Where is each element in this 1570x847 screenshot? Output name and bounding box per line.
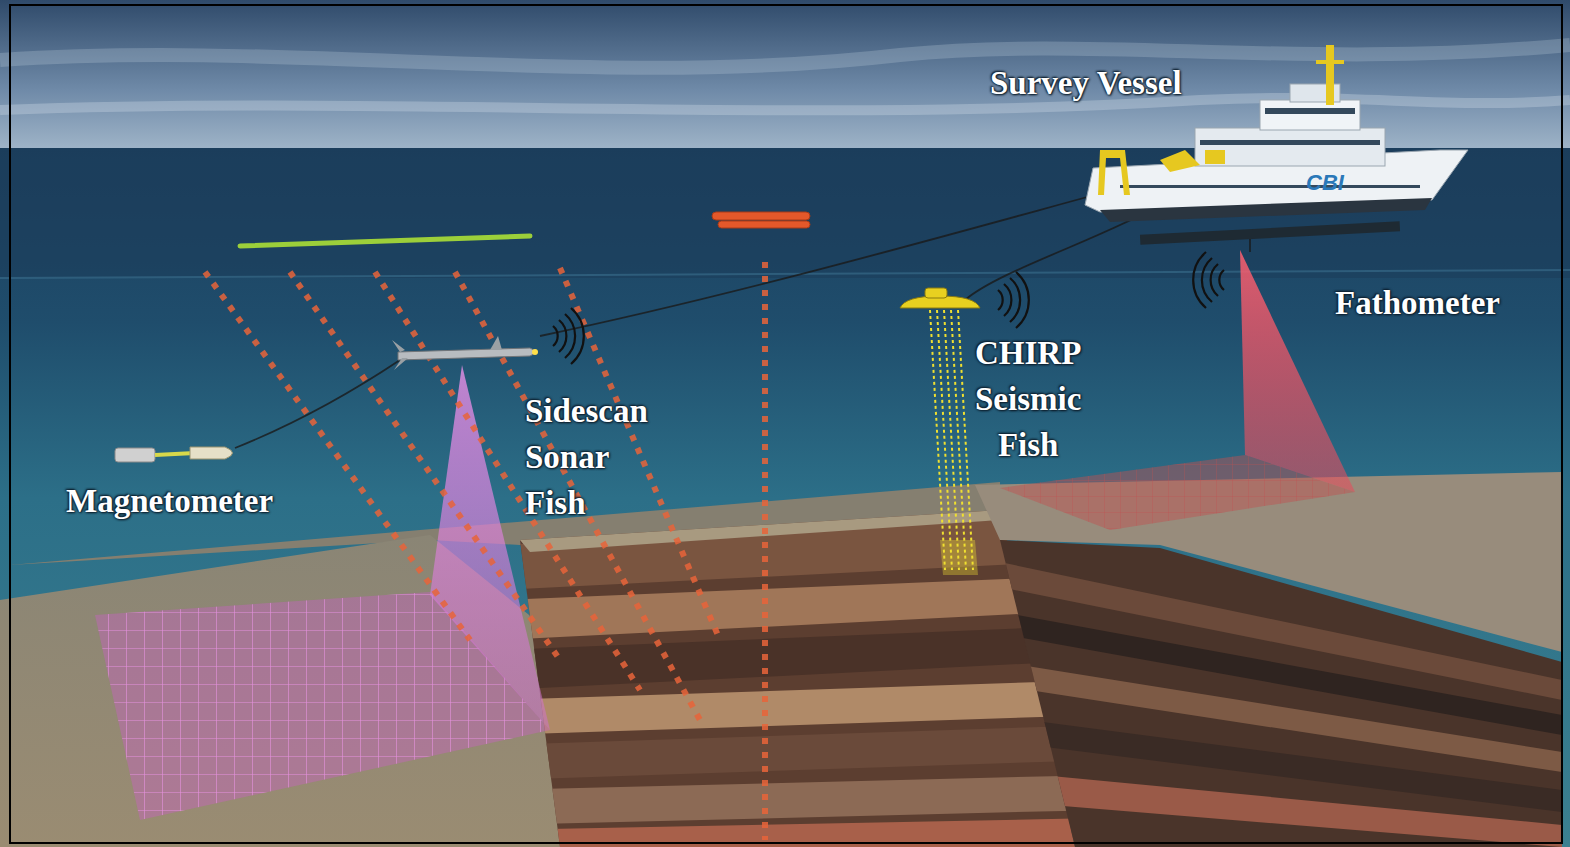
vessel-label: Survey Vessel [990,60,1182,106]
sidescan-label: Sidescan Sonar Fish [525,388,648,526]
fathometer-label: Fathometer [1335,280,1500,326]
magnetometer-label: Magnetometer [66,478,273,524]
chirp-label: CHIRP Seismic Fish [975,330,1081,468]
ship-logo: CBI [1306,170,1344,196]
